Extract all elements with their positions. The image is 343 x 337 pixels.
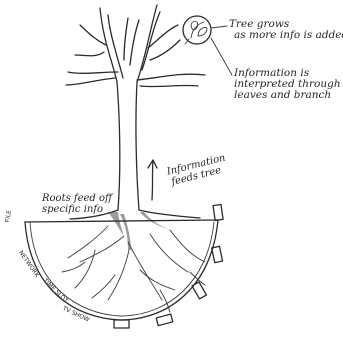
tree-grows-note: Tree grows as more info is added: [229, 19, 343, 41]
tree-trunk: [117, 82, 139, 210]
upward-arrow: [148, 160, 157, 200]
information-interpreted-note: Information is interpreted through leave…: [234, 68, 341, 101]
interpreted-line-3: leaves and branch: [234, 90, 341, 101]
leaf-zoom-circle: [183, 16, 211, 44]
info-boxes: [114, 205, 223, 328]
roots-feed-note: Roots feed off specific info: [42, 194, 112, 215]
tree-grows-line-2: as more info is added: [229, 30, 343, 41]
tree-branches: [66, 5, 205, 87]
roots-line-2: specific info: [42, 205, 112, 216]
roots-line-1: Roots feed off: [42, 194, 112, 205]
ground-semicircle: [25, 220, 218, 320]
